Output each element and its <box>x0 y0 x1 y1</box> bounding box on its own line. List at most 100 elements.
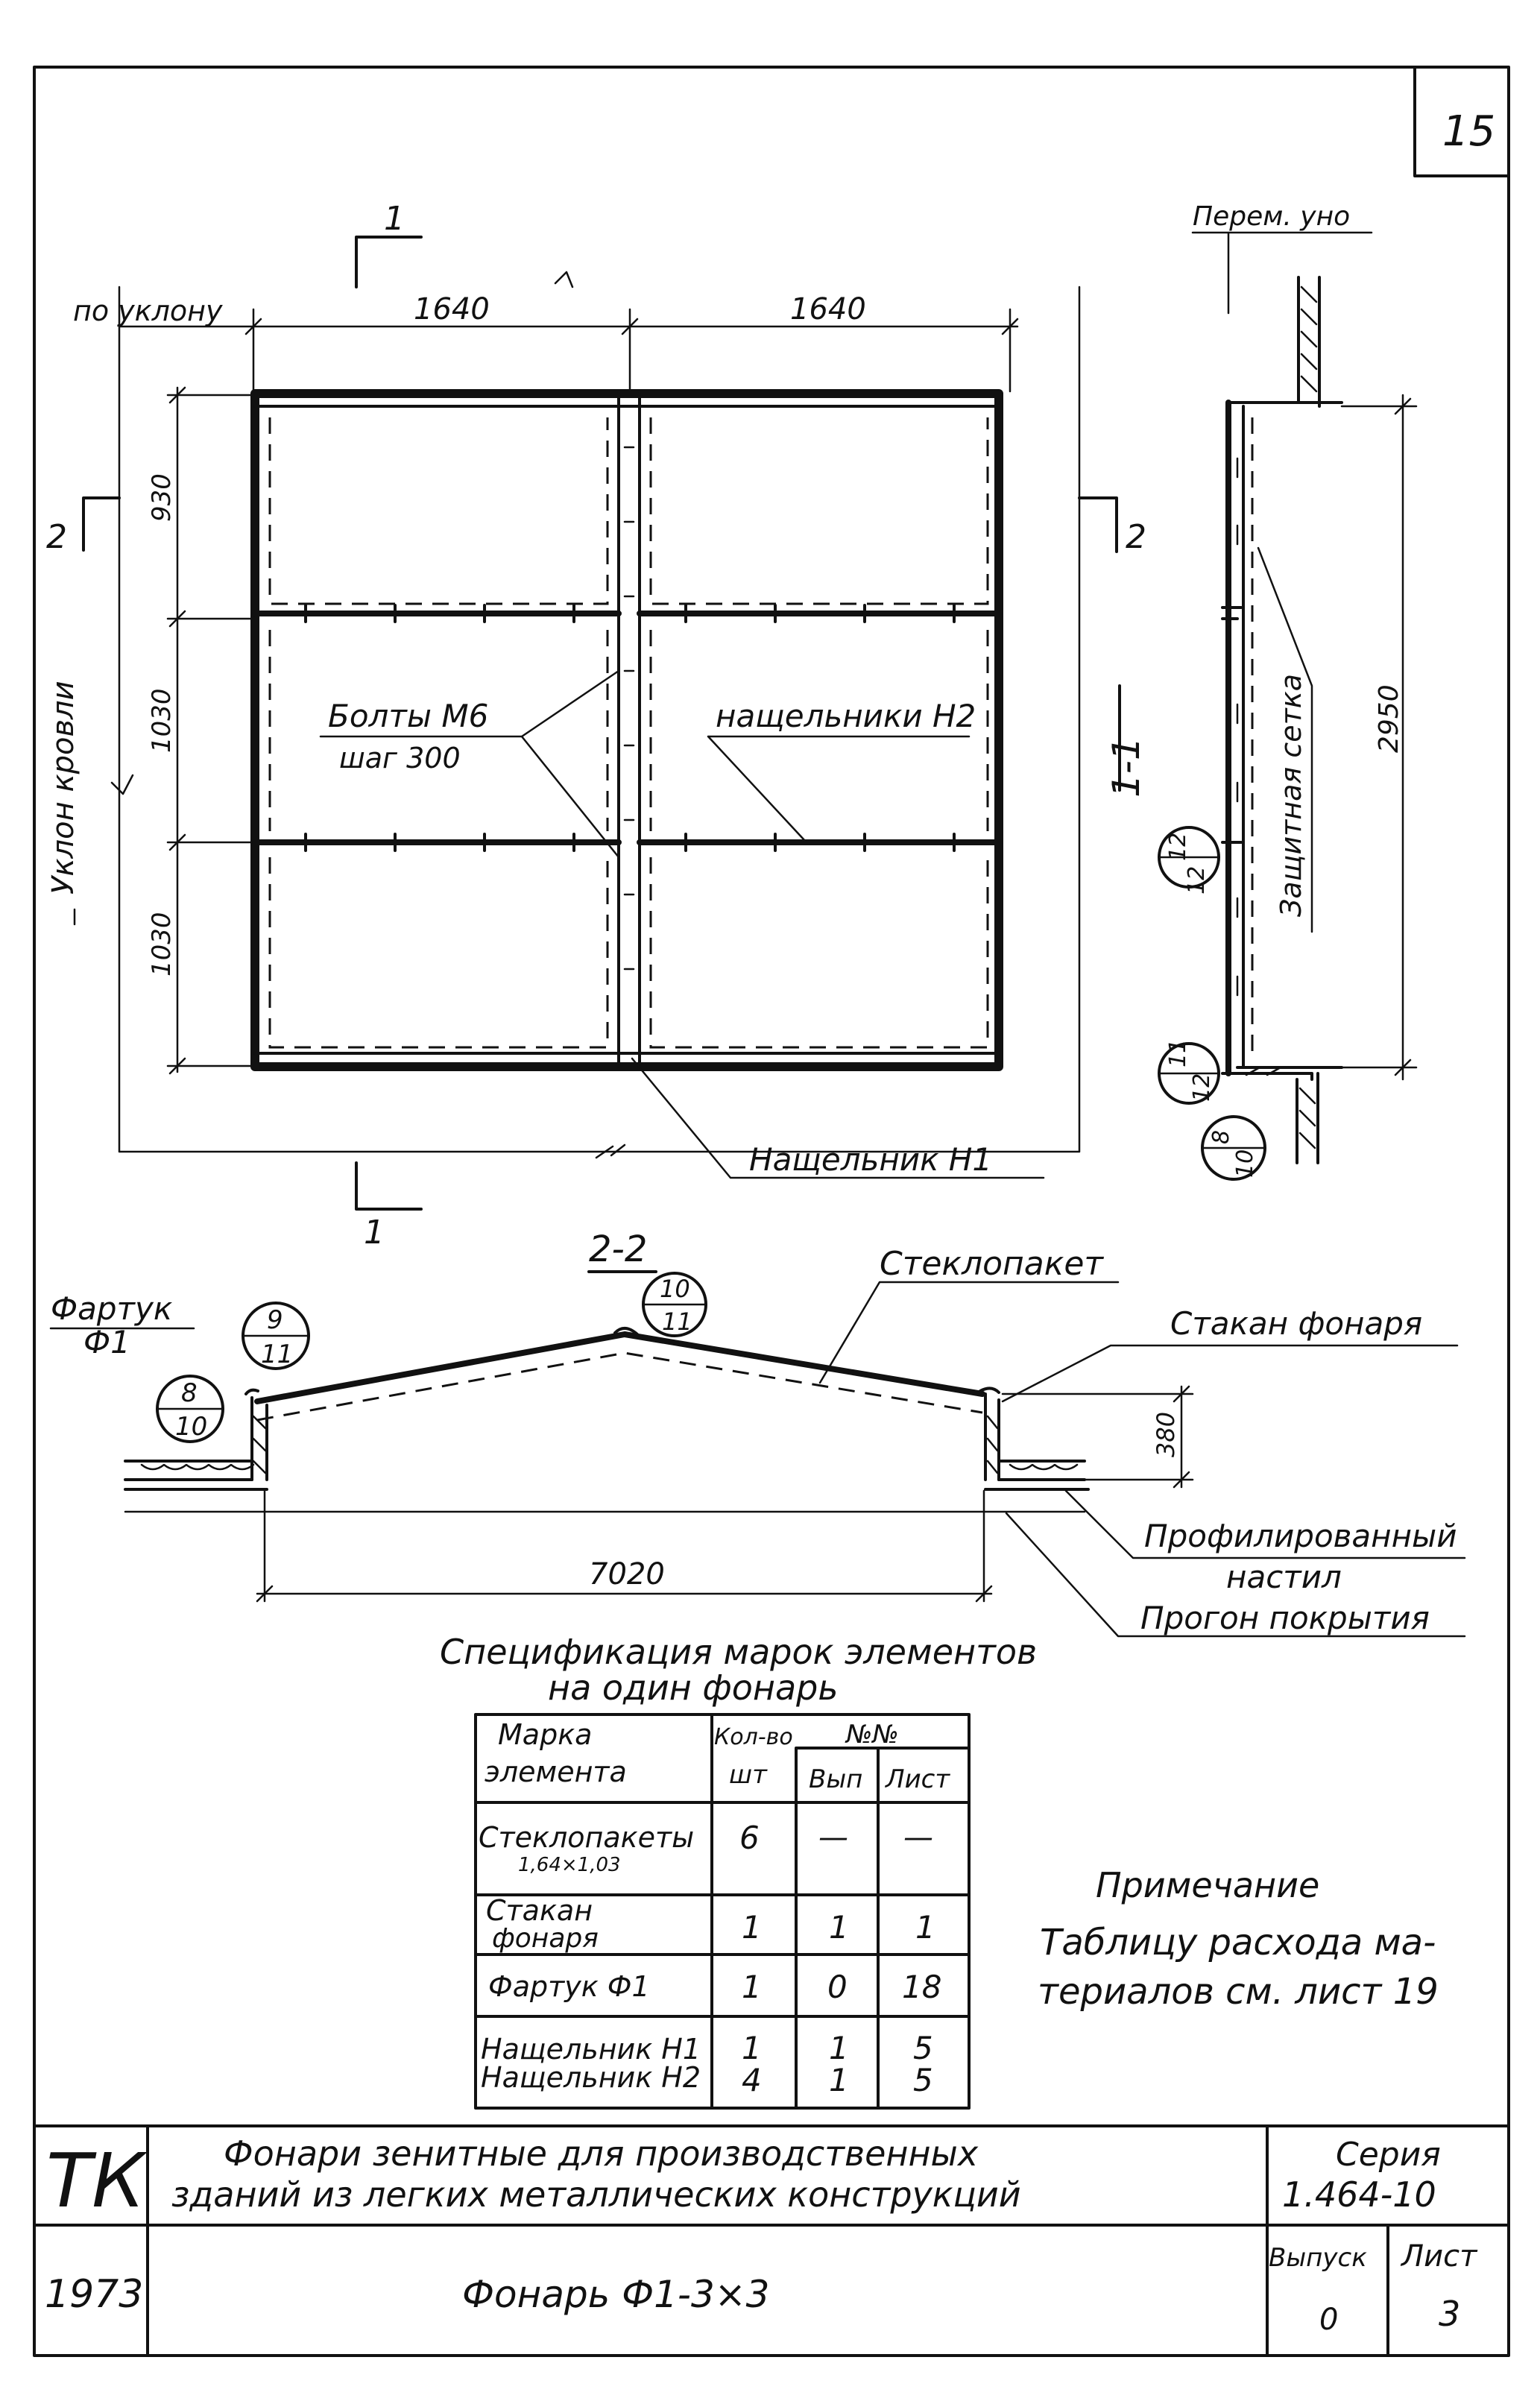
purlin-label: Прогон покрытия <box>1140 1600 1430 1636</box>
plan-outline <box>118 285 1081 1153</box>
section-2-2-width: 7020 <box>589 1557 665 1591</box>
ref-a-num: 12 <box>1165 833 1191 861</box>
deck-label-line1: Профилированный <box>1144 1518 1457 1554</box>
ref-apron-den: 11 <box>261 1340 293 1369</box>
header-qty-line1: Кол-во <box>714 1724 793 1750</box>
glass-unit <box>254 1331 985 1404</box>
note-line1: Таблицу расхода ма- <box>1040 1922 1436 1963</box>
roof-left <box>124 1460 268 1491</box>
series-label: Серия <box>1336 2136 1441 2174</box>
row-4-sheet: 5 <box>913 2062 933 2098</box>
row-0-sheet: — <box>903 1820 933 1855</box>
right-curb <box>979 1386 1000 1481</box>
ridge-member <box>617 392 641 1068</box>
header-nos: №№ <box>845 1720 899 1750</box>
plan-top-dimension <box>118 308 1019 393</box>
apron-label-line1: Фартук <box>51 1290 173 1327</box>
roof-slope-label: Уклон кровли <box>46 681 81 895</box>
row-1-mark-line1: Стакан <box>486 1894 593 1927</box>
ref-left-num: 8 <box>181 1378 198 1408</box>
ref-c-den: 10 <box>1232 1149 1258 1178</box>
ref-c-num: 8 <box>1208 1130 1234 1144</box>
section-1-1-top-curb <box>1297 276 1321 408</box>
sheet-number: 15 <box>1442 107 1495 156</box>
bolts-row-1 <box>304 604 956 623</box>
section-1-1-title: 1-1 <box>1105 736 1148 798</box>
ref-apron-num: 9 <box>267 1305 283 1335</box>
plan-left-dimension <box>166 386 255 1073</box>
project-line2: зданий из легких металлических конструкц… <box>171 2174 1021 2215</box>
ref-a-den: 12 <box>1184 866 1210 895</box>
header-issue: Вып <box>809 1764 862 1794</box>
title-block: ТК Фонари зенитные для производственных … <box>33 2124 1510 2357</box>
row-3-sheet: 5 <box>913 2030 933 2066</box>
row-1-sheet: 1 <box>915 1909 935 1946</box>
bolts-label-line1: Болты М6 <box>328 698 488 734</box>
row-1-mark-line2: фонаря <box>492 1923 599 1954</box>
section-1-1: 1-1 Перем. уно 2950 Защитная сетка 12 12… <box>1105 201 1418 1181</box>
row-0-mark-line1: Стеклопакеты <box>479 1821 694 1854</box>
section-cut-top <box>355 236 423 288</box>
sheet-number-box <box>1413 66 1510 177</box>
ref-b-den: 12 <box>1189 1073 1215 1102</box>
section-cut-left <box>82 496 121 552</box>
spec-title-line1: Спецификация марок элементов <box>440 1632 1037 1672</box>
ref-left-den: 10 <box>175 1412 207 1442</box>
spec-table-last-row: Нащельник Н2 4 1 5 <box>481 2061 933 2098</box>
ref-top-num: 10 <box>660 1275 690 1303</box>
sheet-frame <box>33 66 1510 2357</box>
ref-b-num: 11 <box>1165 1039 1191 1067</box>
sheet-label: Лист <box>1400 2239 1478 2274</box>
row-0-issue: — <box>818 1820 848 1855</box>
curb-label: Стакан фонаря <box>1170 1305 1422 1342</box>
header-mark-line1: Марка <box>498 1718 592 1751</box>
header-sheet: Лист <box>884 1764 950 1794</box>
nashchelnik-h2-label: нащельники Н2 <box>716 698 976 734</box>
dim-row-3: 1030 <box>147 912 177 977</box>
section-cut-bottom <box>355 1161 423 1211</box>
dim-row-2: 1030 <box>147 688 177 753</box>
issue-value: 0 <box>1319 2303 1338 2337</box>
ref-top-den: 11 <box>662 1307 692 1336</box>
header-mark-line2: элемента <box>485 1755 627 1788</box>
plan-view: 1 1 2 2 по уклону 1640 1640 930 1030 103… <box>46 200 1146 1252</box>
row-4-mark-line1: Нащельник Н2 <box>481 2061 701 2094</box>
drawing-title: Фонарь Ф1-3×3 <box>462 2273 769 2316</box>
header-qty-line2: шт <box>729 1760 768 1790</box>
section-mark-right: 2 <box>1126 518 1146 556</box>
note-line2: териалов см. лист 19 <box>1038 1971 1439 2013</box>
note: Примечание Таблицу расхода ма- териалов … <box>1038 1865 1439 2013</box>
variable-label: Перем. уно <box>1193 201 1350 232</box>
glass-unit-label: Стеклопакет <box>880 1245 1104 1283</box>
roof-right <box>984 1460 1090 1491</box>
row-3-mark-line1: Нащельник Н1 <box>481 2033 701 2066</box>
dim-width-right: 1640 <box>790 292 866 326</box>
section-2-2-height: 380 <box>1152 1412 1180 1457</box>
project-line1: Фонари зенитные для производственных <box>224 2133 979 2174</box>
light-frame <box>250 389 1003 1071</box>
nashchelnik-h1-label: Нащельник Н1 <box>749 1141 992 1178</box>
spec-table: Спецификация марок элементов на один фон… <box>440 1632 1037 2110</box>
section-mark-left: 2 <box>46 518 67 556</box>
note-title: Примечание <box>1096 1865 1319 1905</box>
dim-width-left: 1640 <box>414 292 490 326</box>
bolts-label-line2: шаг 300 <box>339 742 461 774</box>
slope-top-label: по уклону <box>73 294 223 327</box>
section-mark-bottom: 1 <box>364 1214 385 1252</box>
row-0-qty: 6 <box>739 1820 760 1856</box>
spec-title-line2: на один фонарь <box>548 1668 838 1708</box>
apron-label-line2: Ф1 <box>83 1324 130 1360</box>
section-1-1-bottom-curb <box>1221 1066 1343 1164</box>
row-2-sheet: 18 <box>902 1969 941 2005</box>
row-4-issue: 1 <box>829 2062 849 2098</box>
row-4-qty: 4 <box>742 2062 762 2098</box>
section-1-1-height: 2950 <box>1374 684 1404 753</box>
section-2-2-height-dimension <box>1001 1385 1194 1489</box>
dim-row-1: 930 <box>147 473 177 522</box>
deck-label-line2: настил <box>1226 1559 1342 1595</box>
row-3-issue: 1 <box>829 2030 849 2066</box>
bolts-row-2 <box>304 833 956 852</box>
mesh-label: Защитная сетка <box>1275 674 1307 917</box>
row-1-qty: 1 <box>742 1909 762 1946</box>
